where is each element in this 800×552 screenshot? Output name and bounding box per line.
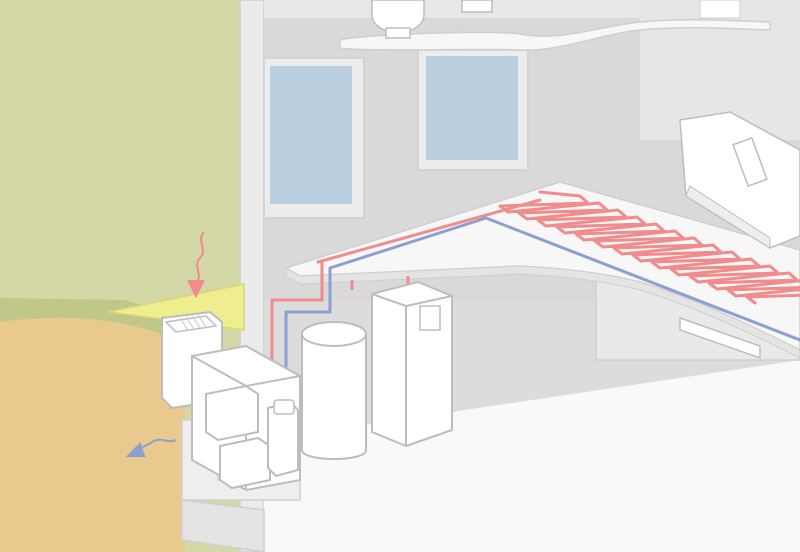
hot-coil bbox=[498, 190, 800, 305]
heat-pump-unit bbox=[161, 310, 301, 492]
garden-ground bbox=[0, 0, 250, 552]
middle-floor-slab bbox=[284, 111, 800, 359]
upper-floor-slab bbox=[339, 0, 771, 51]
ground-floor bbox=[264, 360, 800, 552]
upper-right-panel bbox=[699, 0, 741, 19]
riser-cold bbox=[284, 268, 332, 370]
windows bbox=[263, 49, 529, 219]
soil bbox=[0, 317, 185, 552]
control-display bbox=[419, 305, 441, 331]
riser-pipes bbox=[270, 262, 410, 370]
toilet bbox=[371, 0, 425, 39]
outflow-arrow-icon bbox=[125, 438, 177, 457]
window-left bbox=[263, 57, 365, 219]
floor-heating-loop bbox=[316, 190, 800, 342]
indoor-control-unit bbox=[371, 280, 453, 448]
hot-water-tank bbox=[301, 321, 367, 460]
return-pipe bbox=[328, 216, 800, 342]
upper-right-recess bbox=[640, 0, 800, 140]
window-right bbox=[417, 49, 529, 171]
foundation-lower bbox=[181, 499, 265, 552]
basin-edge bbox=[461, 0, 493, 13]
vent-slot bbox=[679, 316, 761, 360]
inflow-arrow-icon bbox=[187, 231, 205, 299]
riser-hot bbox=[270, 262, 324, 370]
sofa bbox=[679, 111, 800, 249]
supply-pipe bbox=[316, 198, 542, 264]
